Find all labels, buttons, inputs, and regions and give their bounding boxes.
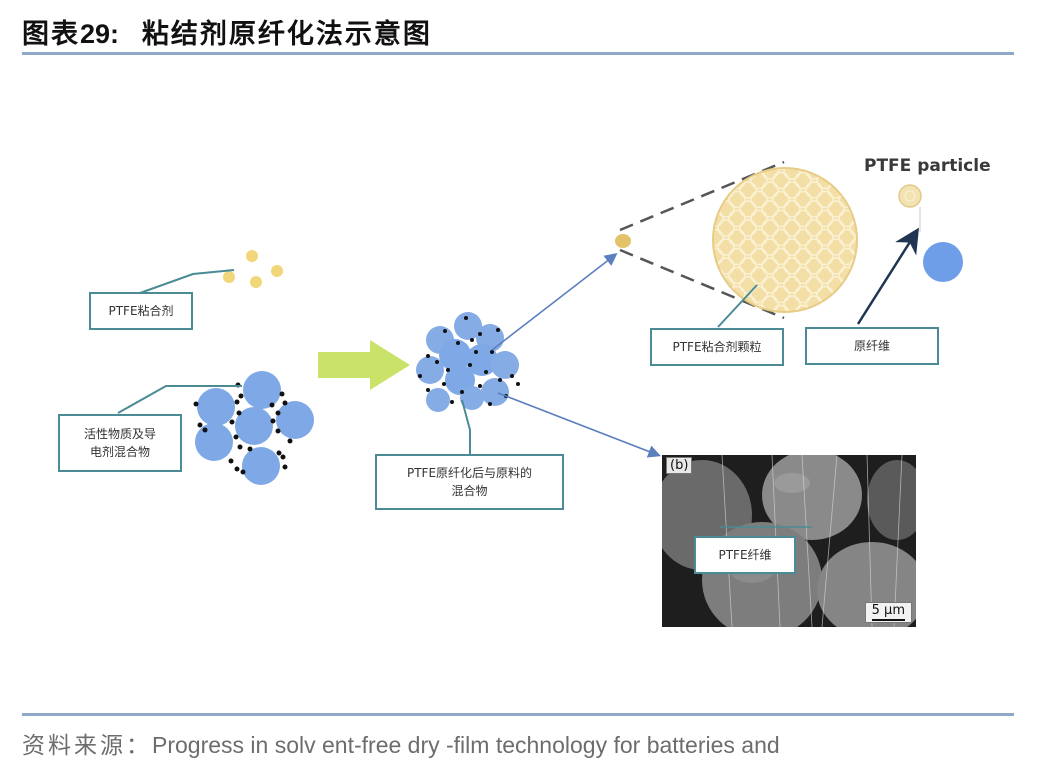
ptfe-dot [223,271,235,283]
zoom-dash-bottom [619,248,785,320]
sem-image: (b) PTFE纤维 5 μm [662,455,916,627]
figure-number: 29: [80,19,120,49]
footer-divider [22,713,1014,716]
figure-title-text: 粘结剂原纤化法示意图 [141,19,432,50]
ptfe-small-particle [615,234,631,248]
label-text: PTFE纤维 [718,548,772,562]
label-text: PTFE粘合剂颗粒 [672,340,762,354]
active-mix-pointer [117,385,242,414]
label-text: PTFE原纤化后与原料的混合物 [406,466,533,498]
ptfe-particle-zoom [712,167,858,313]
fibrillated-mix-pointer [461,399,471,455]
label-ptfe-binder: PTFE粘合剂 [89,292,193,330]
label-text: 活性物质及导电剂混合物 [83,427,156,459]
label-ptfe-fiber: PTFE纤维 [694,536,796,574]
scale-bar-line [871,619,905,621]
zoom-arrow-to-sem [497,392,661,458]
source-text: Progress in solv ent-free dry -film tech… [152,732,780,758]
figure-title: 图表29: 粘结剂原纤化法示意图 [22,12,432,51]
header-divider [22,52,1014,55]
label-fibril: 原纤维 [805,327,939,365]
ptfe-dot [250,276,262,288]
fibrillated-dots [418,316,520,406]
label-fibrillated-mix: PTFE原纤化后与原料的混合物 [375,454,564,510]
scale-bar-label: 5 μm [871,603,905,618]
source-line: 资料来源：Progress in solv ent-free dry -film… [22,726,780,760]
active-particle-icon [923,242,963,282]
ptfe-dot [246,250,258,262]
ptfe-particle-pointer [717,284,758,328]
fibrillated-cluster [416,312,520,412]
label-ptfe-binder-particle: PTFE粘合剂颗粒 [650,328,784,366]
ptfe-dot [271,265,283,277]
zoom-dash-top [619,160,785,232]
scale-bar: 5 μm [864,602,912,623]
figure-prefix: 图表 [22,19,80,50]
label-active-mix: 活性物质及导电剂混合物 [58,414,182,472]
sem-panel-label: (b) [666,457,693,474]
ptfe-binder-particles [223,250,283,288]
ptfe-binder-pointer [139,269,235,294]
ptfe-particle-small-icon [898,184,922,208]
fibril-arrow [856,227,920,325]
source-label: 资料来源： [22,733,152,759]
process-arrow [318,340,410,390]
label-text: 原纤维 [853,339,890,353]
label-text: PTFE粘合剂 [108,304,174,318]
active-material-cluster [193,371,314,485]
ptfe-particle-caption: PTFE particle [864,156,991,176]
zoom-arrow-to-particle [491,253,618,351]
